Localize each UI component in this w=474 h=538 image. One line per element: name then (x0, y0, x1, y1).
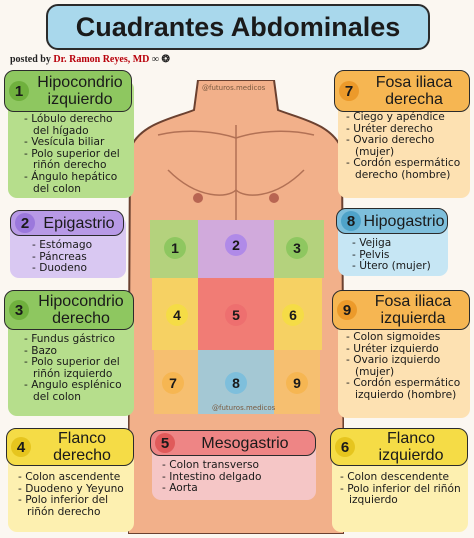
grid-number-9: 9 (286, 372, 308, 394)
list-item: Angulo esplénico del colon (24, 380, 132, 403)
list-item: Bazo (24, 345, 132, 358)
tab-region-9: 9 Fosa iliaca izquierda (332, 290, 470, 330)
region-7-items: Ciego y apéndice Uréter derecho Ovario d… (346, 111, 468, 182)
region-5-items: Colon transverso Intestino delgado Aorta (162, 459, 312, 495)
list-item: Uréter derecho (346, 123, 468, 136)
list-item: Cordón espermático izquierdo (hombre) (346, 378, 468, 401)
list-item: Fundus gástrico (24, 333, 132, 346)
region-4-number: 4 (11, 437, 31, 457)
region-8-title: Hipogastrio (363, 212, 445, 230)
region-6-number: 6 (335, 437, 355, 457)
region-1-number: 1 (9, 81, 29, 101)
region-9-title: Fosa iliaca izquierda (374, 293, 452, 327)
grid-number-2: 2 (225, 234, 247, 256)
watermark-bottom: @futuros.medicos (212, 404, 276, 412)
region-8-items: Vejiga Pelvis Útero (mujer) (352, 237, 446, 273)
region-2-number: 2 (15, 213, 35, 233)
list-item: Vejiga (352, 237, 446, 250)
list-item: Polo superior del riñón izquierdo (24, 356, 132, 380)
list-item: Uréter izquierdo (346, 343, 468, 356)
list-item: Estómago (32, 239, 122, 252)
list-item: Vesícula biliar (24, 137, 132, 149)
tab-region-8: 8 Hipogastrio (336, 208, 448, 234)
title-banner: Cuadrantes Abdominales (46, 4, 430, 50)
page-title: Cuadrantes Abdominales (75, 11, 401, 42)
list-item: Polo inferior del riñón derecho (18, 494, 132, 518)
list-item: Colon sigmoides (346, 331, 468, 344)
region-9-items: Colon sigmoides Uréter izquierdo Ovario … (346, 331, 468, 402)
region-2-items: Estómago Páncreas Duodeno (32, 239, 122, 275)
list-item: Polo superior del riñón derecho (24, 148, 132, 172)
region-7-number: 7 (339, 81, 359, 101)
posted-author[interactable]: Dr. Ramon Reyes, MD (53, 54, 150, 65)
tab-region-3: 3 Hipocondrio derecho (4, 290, 134, 330)
tab-region-7: 7 Fosa iliaca derecha (334, 70, 470, 112)
region-6-items: Colon descendente Polo inferior del riñó… (340, 471, 466, 507)
region-3-items: Fundus gástrico Bazo Polo superior del r… (24, 333, 132, 404)
list-item: Pelvis (352, 249, 446, 262)
list-item: Útero (mujer) (352, 261, 446, 273)
list-item: Ovario derecho (mujer) (346, 134, 468, 158)
region-1-items: Lóbulo derecho del hígado Vesícula bilia… (24, 113, 132, 195)
tab-region-2: 2 Epigastrio (10, 210, 124, 236)
posted-by: posted by Dr. Ramon Reyes, MD ∞ ❂ (10, 54, 170, 65)
list-item: Duodeno y Yeyuno (18, 483, 132, 496)
grid-number-8: 8 (225, 372, 247, 394)
posted-suffix: ∞ ❂ (151, 54, 170, 65)
region-7-title: Fosa iliaca derecha (375, 74, 453, 108)
list-item: Colon ascendente (18, 471, 132, 484)
region-4-items: Colon ascendente Duodeno y Yeyuno Polo i… (18, 471, 132, 518)
grid-number-4: 4 (166, 304, 188, 326)
list-item: Duodeno (32, 263, 122, 275)
region-1-title: Hipocondrio izquierdo (37, 74, 123, 108)
grid-number-6: 6 (282, 304, 304, 326)
region-2-title: Epigastrio (43, 214, 115, 232)
grid-number-5: 5 (225, 304, 247, 326)
tab-region-6: 6 Flanco izquierdo (330, 428, 468, 466)
list-item: Aorta (162, 483, 312, 495)
posted-prefix: posted by (10, 54, 51, 65)
list-item: Colon transverso (162, 459, 312, 472)
region-6-title: Flanco izquierdo (378, 430, 444, 464)
region-5-title: Mesogastrio (201, 434, 289, 452)
list-item: Ángulo hepático del colon (24, 171, 132, 195)
grid-number-3: 3 (286, 237, 308, 259)
region-4-title: Flanco derecho (53, 430, 111, 464)
list-item: Colon descendente (340, 471, 466, 484)
grid-number-7: 7 (162, 372, 184, 394)
region-3-title: Hipocondrio derecho (38, 293, 124, 327)
list-item: Lóbulo derecho del hígado (24, 113, 132, 137)
list-item: Ovario izquierdo (mujer) (346, 354, 468, 378)
tab-region-4: 4 Flanco derecho (6, 428, 134, 466)
list-item: Intestino delgado (162, 471, 312, 484)
watermark-top: @futuros.medicos (202, 84, 266, 92)
list-item: Polo inferior del riñón izquierdo (340, 483, 466, 507)
list-item: Cordón espermático derecho (hombre) (346, 158, 468, 181)
region-3-number: 3 (9, 300, 29, 320)
list-item: Ciego y apéndice (346, 111, 468, 124)
region-9-number: 9 (337, 300, 357, 320)
grid-number-1: 1 (164, 237, 186, 259)
region-5-number: 5 (155, 433, 175, 453)
tab-region-5: 5 Mesogastrio (150, 430, 316, 456)
list-item: Páncreas (32, 251, 122, 264)
tab-region-1: 1 Hipocondrio izquierdo (4, 70, 132, 112)
region-8-number: 8 (341, 211, 361, 231)
